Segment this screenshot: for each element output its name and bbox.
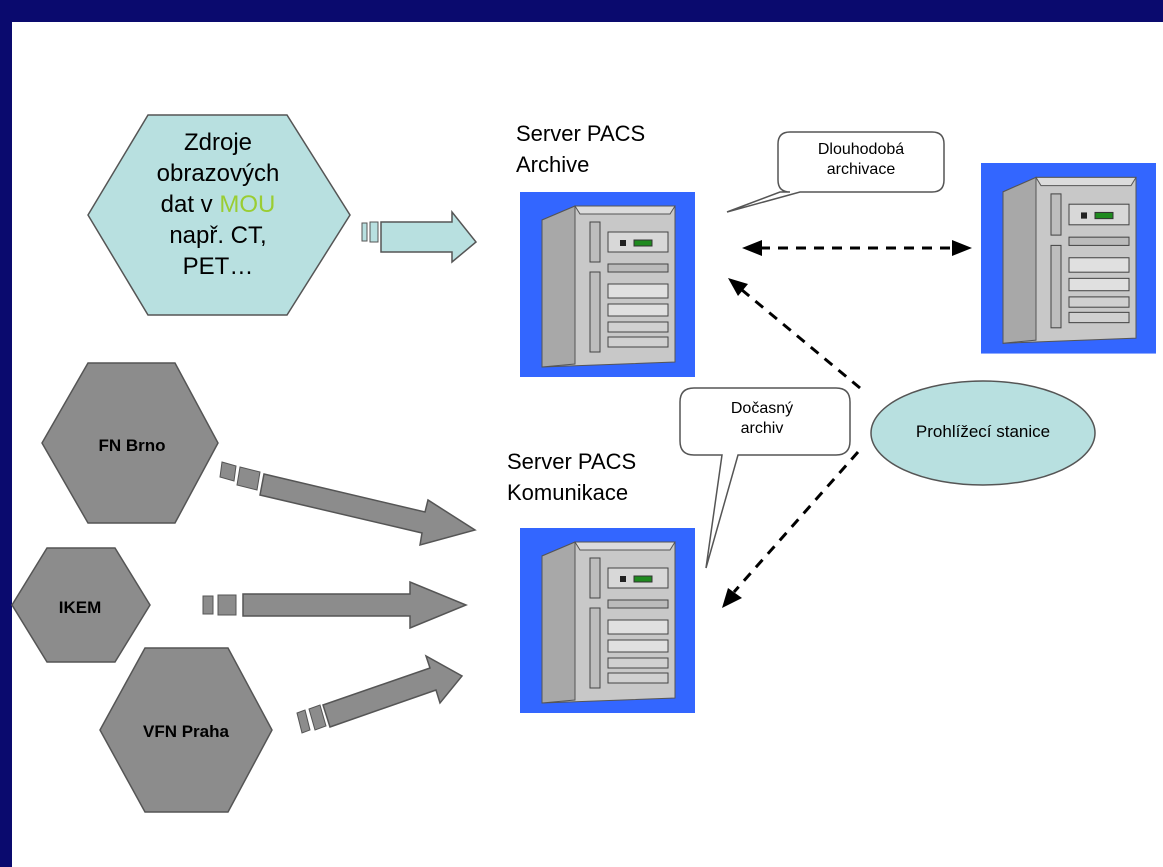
mou-highlight: MOU: [219, 191, 276, 218]
callout-temp-text: Dočasný archiv: [682, 399, 842, 439]
callout-long-text: Dlouhodobá archivace: [780, 140, 942, 180]
viewer-label: Prohlížecí stanice: [915, 422, 1051, 441]
callout-temporary: [679, 387, 851, 569]
server-comm-line-2: Komunikace: [507, 480, 629, 505]
arrow-fn-brno-to-comm: [219, 461, 477, 547]
source-hexagon: [87, 114, 351, 316]
source-line-3-prefix: dat v: [160, 191, 220, 218]
server-archive-line-1: Server PACS: [516, 121, 646, 146]
arrow-ikem-to-comm: [202, 580, 468, 630]
hex-vfn-praha: [99, 647, 273, 813]
ikem-label: IKEM: [58, 598, 102, 617]
arrow-vfn-to-comm: [296, 654, 464, 734]
vfn-praha-label: VFN Praha: [143, 722, 229, 741]
callout-temp-line-1: Dočasný: [730, 400, 794, 417]
source-line-5: PET…: [182, 253, 254, 280]
viewer-ellipse: [870, 380, 1096, 486]
server-comm-image: [519, 527, 696, 714]
dashed-arrow-viewer-comm: [722, 451, 860, 608]
callout-long-term: [726, 131, 945, 213]
source-hex-label: Zdroje obrazových dat v MOU např. CT, PE…: [140, 127, 296, 282]
arrow-source-to-archive: [361, 209, 478, 264]
dashed-arrow-viewer-archive: [728, 278, 861, 390]
dashed-arrow-archive-remote: [742, 240, 972, 256]
server-remote-image: [980, 162, 1157, 355]
source-line-2: obrazových: [156, 160, 280, 187]
source-line-4: např. CT,: [169, 222, 267, 249]
callout-temp-line-2: archiv: [740, 420, 784, 437]
callout-long-line-1: Dlouhodobá: [817, 141, 905, 158]
source-line-3: dat v MOU: [140, 189, 296, 220]
server-comm-line-1: Server PACS: [507, 449, 637, 474]
server-archive-line-2: Archive: [516, 152, 590, 177]
server-archive-title: Server PACS Archive: [516, 118, 645, 180]
fn-brno-label: FN Brno: [98, 436, 166, 455]
server-comm-title: Server PACS Komunikace: [507, 446, 636, 508]
source-line-1: Zdroje: [183, 129, 253, 156]
callout-long-line-2: archivace: [826, 161, 896, 178]
hex-ikem: [11, 547, 151, 663]
server-archive-image: [519, 191, 696, 378]
hex-fn-brno: [41, 362, 219, 524]
